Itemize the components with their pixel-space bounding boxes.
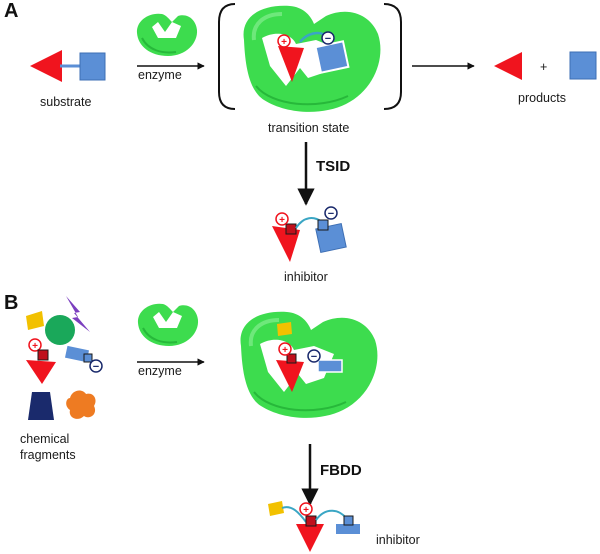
panel-label-a: A xyxy=(4,0,19,22)
enzyme-transition-state: + − xyxy=(243,5,381,112)
panel-label-b: B xyxy=(4,292,19,314)
svg-text:+: + xyxy=(281,37,287,48)
right-bracket xyxy=(383,3,402,110)
red-triangle-shape xyxy=(30,50,62,82)
svg-text:+: + xyxy=(303,505,309,516)
tsid-label: TSID xyxy=(316,158,351,175)
inhibitor-b-molecule: + xyxy=(268,501,360,552)
enzyme-icon-a xyxy=(136,13,198,56)
svg-text:+: + xyxy=(282,345,288,356)
products-shapes xyxy=(494,51,597,80)
substrate-label: substrate xyxy=(40,95,92,109)
enzyme-fragment-complex: + − xyxy=(240,311,378,418)
substrate-molecule xyxy=(30,50,106,82)
chemical-fragments: + − xyxy=(26,296,103,420)
fbdd-label: FBDD xyxy=(320,462,362,479)
transition-state-label: transition state xyxy=(268,121,350,135)
enzyme-label-a: enzyme xyxy=(138,68,182,82)
chemical-fragments-label-line1: chemical xyxy=(20,432,70,446)
svg-text:−: − xyxy=(328,208,334,220)
svg-text:+: + xyxy=(279,215,285,226)
chemical-fragments-label-line2: fragments xyxy=(20,448,76,462)
plus-sign: + xyxy=(540,60,548,74)
svg-text:−: − xyxy=(325,33,331,45)
inhibitor-label-a: inhibitor xyxy=(284,270,328,284)
inhibitor-label-b: inhibitor xyxy=(376,533,420,547)
enzyme-label-b: enzyme xyxy=(138,364,182,378)
svg-text:+: + xyxy=(32,341,38,352)
left-bracket xyxy=(218,3,236,110)
svg-text:−: − xyxy=(311,351,317,363)
blue-square-shape xyxy=(79,52,106,81)
products-label: products xyxy=(518,91,566,105)
svg-text:−: − xyxy=(93,361,99,373)
inhibitor-a-molecule: + − xyxy=(272,206,347,262)
enzyme-icon-b xyxy=(137,303,199,346)
